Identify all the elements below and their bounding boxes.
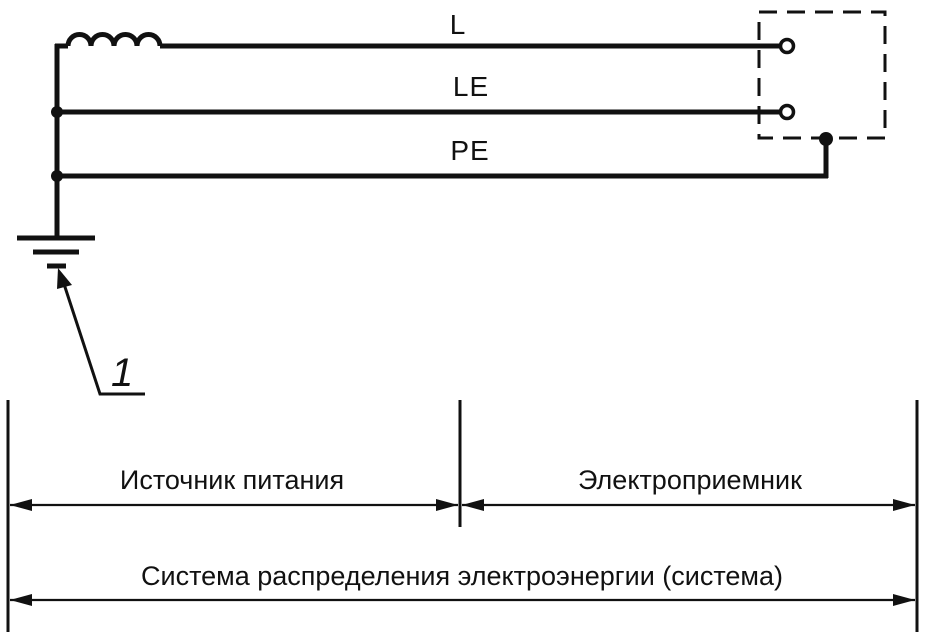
dimension-label-system: Система распределения электроэнергии (си… [141, 561, 783, 591]
dimension-receiver [462, 499, 915, 511]
terminal-l [778, 37, 796, 55]
dimension-source [10, 499, 458, 511]
callout-number: 1 [111, 351, 133, 395]
terminal-pe-node [819, 132, 833, 146]
equipment-enclosure-dashed [757, 10, 887, 140]
inductor-coil [55, 32, 163, 49]
conductor-label-le: LE [453, 71, 489, 102]
terminal-le [778, 103, 796, 121]
callout-leader [57, 268, 145, 396]
dimension-label-receiver: Электроприемник [578, 465, 802, 495]
conductor-label-l: L [450, 9, 467, 40]
dimension-system [10, 594, 915, 606]
junction-node-pe [51, 170, 63, 182]
conductor-label-pe: PE [450, 135, 489, 166]
earth-ground-symbol [17, 235, 95, 269]
junction-node-le [51, 106, 63, 118]
dimension-label-source: Источник питания [120, 465, 344, 495]
conductor-pe-wire [57, 138, 829, 179]
